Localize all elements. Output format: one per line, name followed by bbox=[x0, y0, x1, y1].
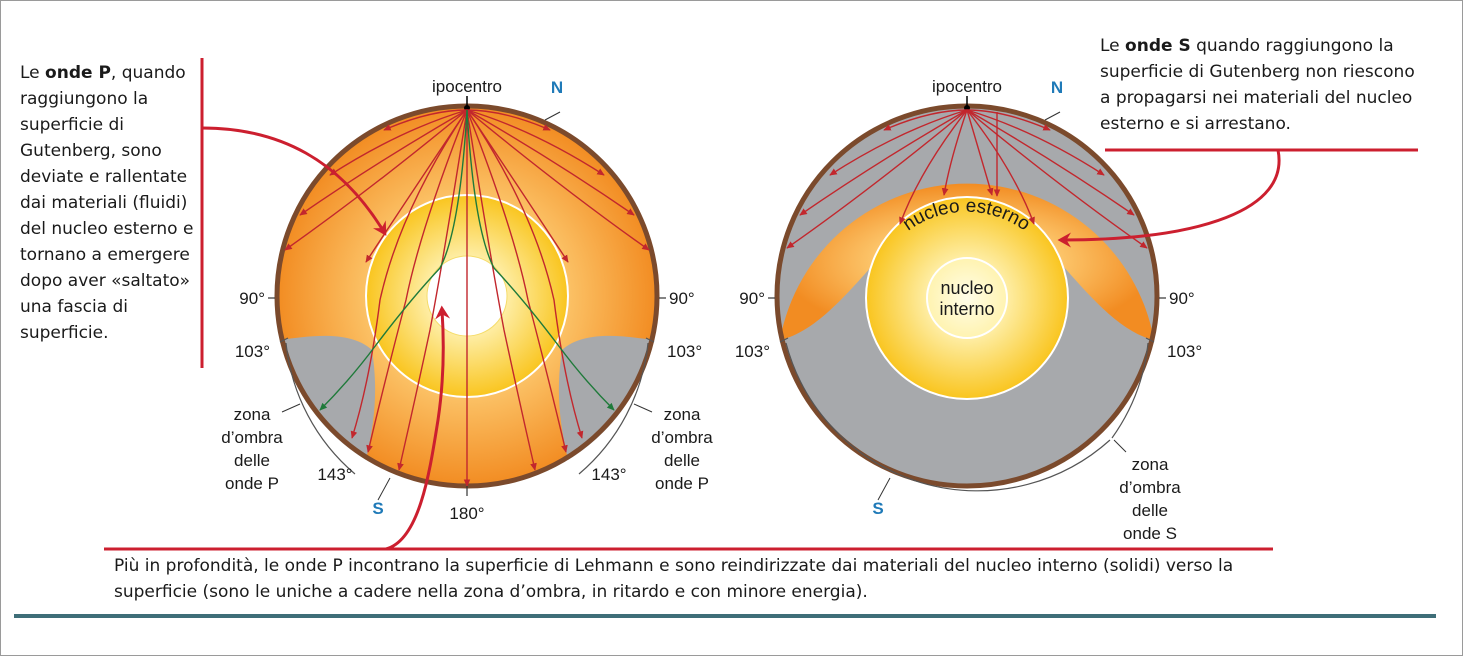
south-label-right: S bbox=[872, 499, 883, 518]
deg103-right-west: 103° bbox=[735, 342, 770, 361]
s-wave-rays bbox=[786, 109, 1148, 249]
deg103-left-east: 103° bbox=[667, 342, 702, 361]
svg-text:delle: delle bbox=[1132, 501, 1168, 520]
svg-text:delle: delle bbox=[664, 451, 700, 470]
deg90-left-east: 90° bbox=[669, 289, 695, 308]
svg-text:d’ombra: d’ombra bbox=[221, 428, 283, 447]
svg-text:zona: zona bbox=[234, 405, 271, 424]
svg-text:zona: zona bbox=[664, 405, 701, 424]
mantle-right bbox=[780, 183, 1154, 340]
inner-core-right bbox=[926, 257, 1008, 339]
deg90-right-west: 90° bbox=[739, 289, 765, 308]
deg143-left-east: 143° bbox=[591, 465, 626, 484]
deg90-left-west: 90° bbox=[239, 289, 265, 308]
deg103-right-east: 103° bbox=[1167, 342, 1202, 361]
south-label-left: S bbox=[372, 499, 383, 518]
deg90-right-east: 90° bbox=[1169, 289, 1195, 308]
svg-text:nucleo: nucleo bbox=[940, 278, 993, 298]
svg-text:interno: interno bbox=[939, 299, 994, 319]
shadow-zone-label-right: zona d’ombra delle onde S bbox=[1119, 455, 1181, 543]
right-globe: ipocentro N S 90° 90° 103° 103° nucleo e… bbox=[735, 77, 1202, 543]
svg-text:onde P: onde P bbox=[655, 474, 709, 493]
caption-s-waves: Le onde S quando raggiungono la superfic… bbox=[1100, 36, 1415, 134]
callout-pointers bbox=[104, 58, 1418, 551]
inner-core-label: nucleo interno bbox=[939, 278, 994, 319]
deg143-left-west: 143° bbox=[317, 465, 352, 484]
north-label-right: N bbox=[1051, 78, 1063, 97]
hypocenter-label-left: ipocentro bbox=[432, 77, 502, 96]
hypocenter-label-right: ipocentro bbox=[932, 77, 1002, 96]
shadow-zone-left-west bbox=[280, 335, 376, 460]
deg180-left: 180° bbox=[449, 504, 484, 523]
left-globe: ipocentro N S 90° 90° 103° 103° 143° 143… bbox=[221, 77, 713, 523]
deg103-left-west: 103° bbox=[235, 342, 270, 361]
lehmann-rays bbox=[319, 109, 615, 411]
shadow-zone-label-left-west: zona d’ombra delle onde P bbox=[221, 405, 283, 493]
shadow-zone-left-east bbox=[558, 335, 654, 460]
svg-text:zona: zona bbox=[1132, 455, 1169, 474]
bottom-rule bbox=[14, 614, 1436, 618]
shadow-zone-label-left-east: zona d’ombra delle onde P bbox=[651, 405, 713, 493]
svg-text:onde S: onde S bbox=[1123, 524, 1177, 543]
svg-text:onde P: onde P bbox=[225, 474, 279, 493]
svg-text:delle: delle bbox=[234, 451, 270, 470]
caption-lehmann: Più in profondità, le onde P incontrano … bbox=[114, 556, 1234, 602]
p-wave-rays bbox=[284, 109, 650, 487]
caption-p-waves: Le onde P, quando raggiungono la superfi… bbox=[20, 63, 194, 343]
svg-text:d’ombra: d’ombra bbox=[651, 428, 713, 447]
svg-text:d’ombra: d’ombra bbox=[1119, 478, 1181, 497]
north-label-left: N bbox=[551, 78, 563, 97]
